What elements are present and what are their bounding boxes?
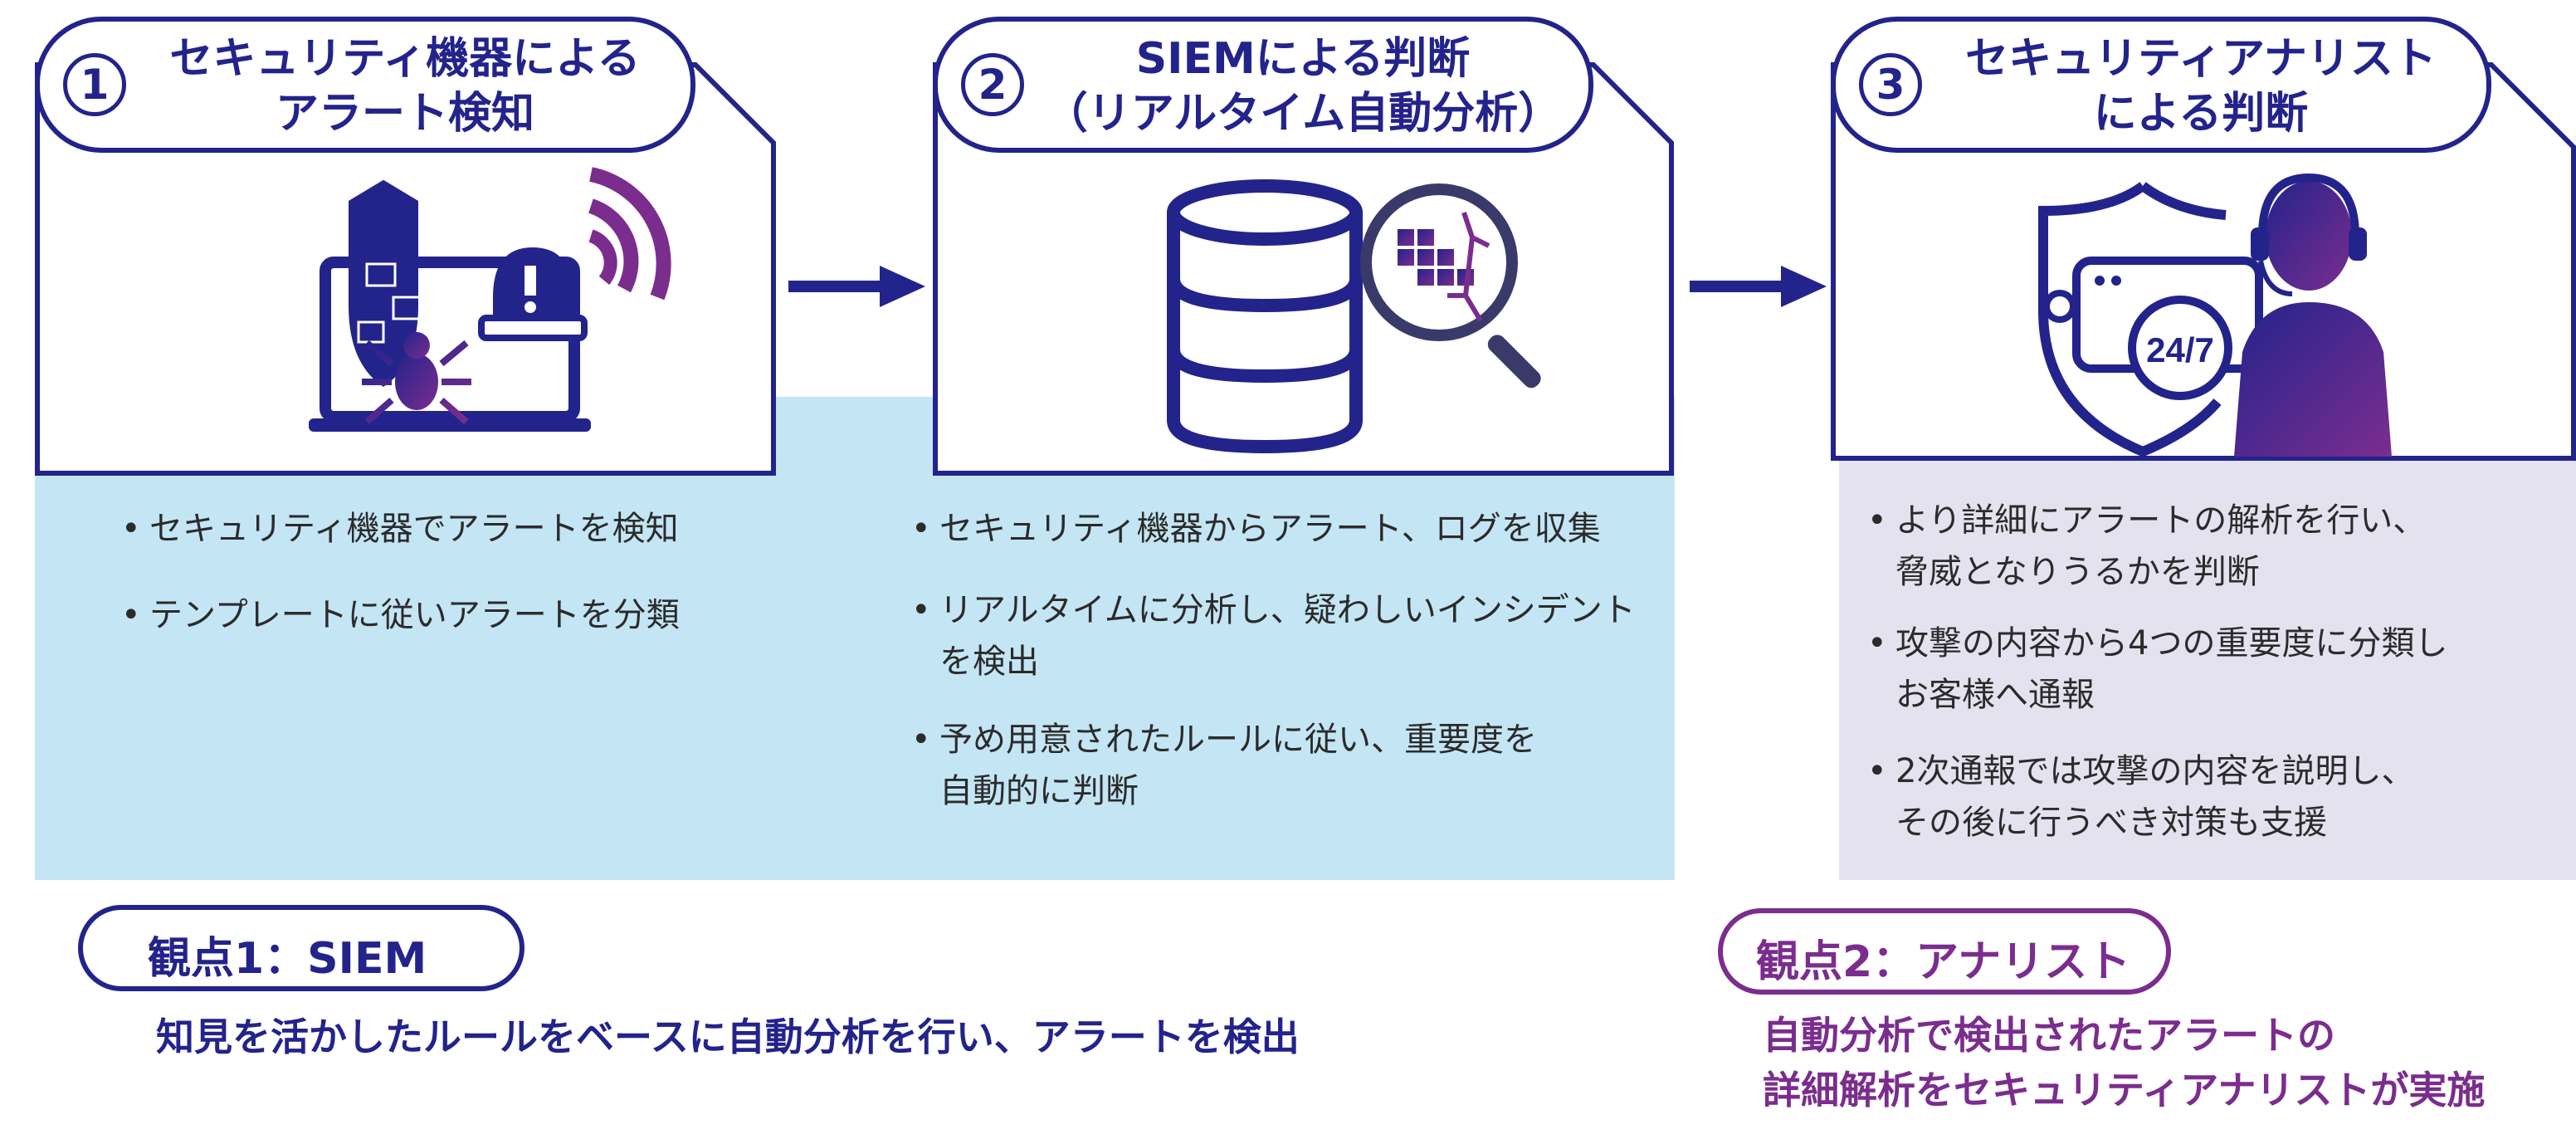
step-3-bullet-3: • 2次通報では攻撃の内容を説明し、 その後に行うべき対策も支援 [1867,752,2415,842]
step-2-bullet-1: • セキュリティ機器からアラート、ログを収集 [911,510,1601,548]
step-1-title-line1: セキュリティ機器による [169,34,641,84]
viewpoint-1-label: 観点1：SIEM [148,934,427,984]
step-3-title-line1: セキュリティアナリスト [1965,34,2437,84]
viewpoint-1-description: 知見を活かしたルールをベースに自動分析を行い、アラートを検出 [156,1014,1300,1059]
step-3-title-pill: 3 セキュリティアナリスト による判断 [1831,17,2491,153]
viewpoint-2-label: 観点2：アナリスト [1756,937,2131,987]
step-2-bullet-2: • リアルタイムに分析し、疑わしいインシデント を検出 [911,591,1636,681]
laptop-shield-alert-bug-icon [309,167,671,432]
step-3-bullet-1: • より詳細にアラートの解析を行い、 脅威となりうるかを判断 [1867,501,2427,591]
step-2-title-pill: 2 SIEMによる判断 （リアルタイム自動分析） [933,17,1593,153]
step-2-title-line1: SIEMによる判断 [1135,34,1471,84]
viewpoint-2-description-line2: 詳細解析をセキュリティアナリストが実施 [1763,1068,2486,1112]
step-2-bullet-3: • 予め用意されたルールに従い、重要度を 自動的に判断 [911,721,1537,810]
step-card-3: 3 セキュリティアナリスト による判断 24/7 [1831,17,2576,465]
viewpoint-1-pill: 観点1：SIEM [78,905,524,991]
siem-area-background [35,397,1675,880]
step-2-number: 2 [961,53,1024,116]
step-1-bullet-2: • テンプレートに従いアラートを分類 [121,596,680,634]
step-card-1: 1 セキュリティ機器による アラート検知 [35,17,782,482]
flow-arrow-2 [1690,266,1827,307]
database-magnifier-icon [1167,179,1541,454]
analyst-area-background [1839,397,2576,880]
viewpoint-2-pill: 観点2：アナリスト [1718,908,2171,995]
step-3-number: 3 [1859,53,1922,116]
step-3-title-line2: による判断 [2093,89,2309,139]
step-2-title-line2: （リアルタイム自動分析） [1044,89,1562,139]
step-1-bullet-1: • セキュリティ機器でアラートを検知 [121,510,679,548]
step-3-bullet-2: • 攻撃の内容から4つの重要度に分類し お客様へ通報 [1867,624,2448,714]
icon-24-7-label: 24/7 [2146,330,2214,369]
step-1-title-pill: 1 セキュリティ機器による アラート検知 [35,17,695,153]
flow-arrow-1 [788,266,925,307]
viewpoint-2-description-line1: 自動分析で検出されたアラートの [1763,1013,2335,1058]
step-card-2: 2 SIEMによる判断 （リアルタイム自動分析） [933,17,1680,482]
analyst-24-7-shield-icon: 24/7 [2038,173,2392,457]
step-1-number: 1 [63,53,126,116]
step-1-title-line2: アラート検知 [275,89,534,139]
